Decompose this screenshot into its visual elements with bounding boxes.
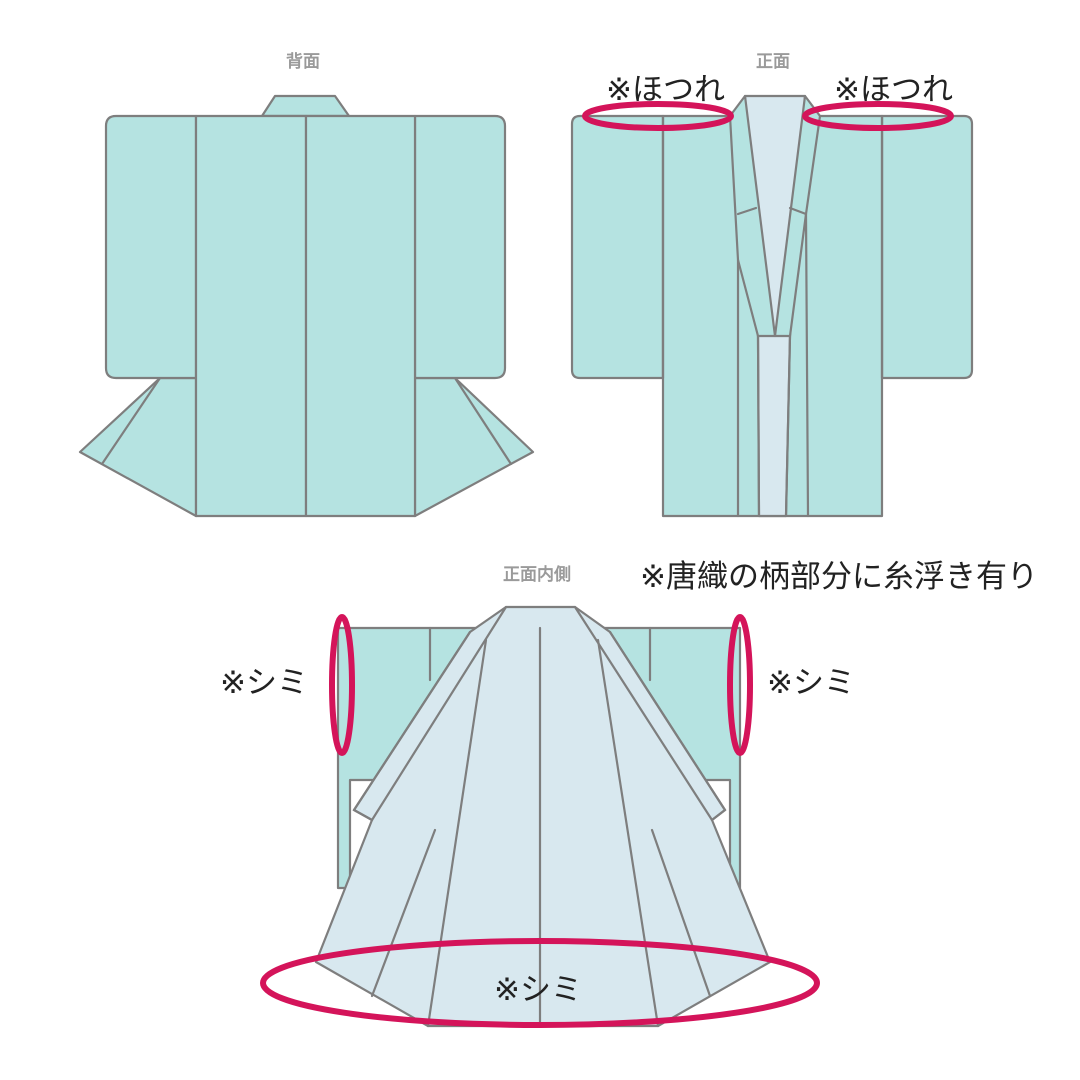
front-left-collar-seam — [736, 206, 758, 216]
stain-marker-right — [727, 614, 753, 756]
karaori-note: ※唐織の柄部分に糸浮き有り — [640, 559, 1038, 595]
back-right-skirt — [413, 376, 535, 518]
stain-note-left: ※シミ — [220, 665, 308, 701]
front-view-kimono — [570, 94, 974, 518]
back-right-sleeve — [413, 114, 507, 380]
inside-seam-e — [650, 828, 712, 998]
inside-collar-left-inner — [352, 630, 472, 822]
front-okumi-inner-right — [784, 334, 792, 518]
inside-collar-left — [370, 605, 508, 822]
front-left-collar — [728, 94, 777, 338]
fray-marker-left — [582, 101, 734, 131]
inside-seam-d — [370, 828, 437, 998]
front-right-collar — [773, 94, 822, 338]
back-left-skirt-seam — [100, 376, 162, 466]
fray-marker-right — [802, 101, 954, 131]
back-right-skirt-seam — [453, 376, 513, 466]
back-view-kimono — [78, 94, 535, 518]
back-left-skirt — [78, 376, 198, 518]
inside-view-kimono — [314, 605, 772, 1028]
front-view-label: 正面 — [756, 52, 790, 72]
stain-marker-hem — [260, 938, 820, 1028]
front-right-collar-seam — [788, 206, 808, 216]
front-right-sleeve — [880, 114, 974, 380]
inside-seam-a — [426, 638, 488, 1028]
back-body-panel-right — [304, 114, 417, 518]
fray-note-left: ※ほつれ — [606, 72, 725, 108]
inside-seam-c — [596, 638, 660, 1028]
stain-note-hem: ※シミ — [494, 972, 582, 1008]
inside-collar-right-inner — [608, 630, 727, 822]
back-collar — [260, 94, 351, 118]
back-body-panel-left — [194, 114, 308, 518]
stain-note-right: ※シミ — [767, 665, 855, 701]
back-view-label: 背面 — [286, 52, 320, 72]
stain-marker-left — [329, 614, 355, 756]
front-left-sleeve — [570, 114, 665, 380]
front-okumi-inner-left — [756, 334, 761, 518]
front-okumi-right — [804, 212, 810, 518]
inside-view-label: 正面内側 — [503, 565, 571, 585]
fray-note-right: ※ほつれ — [834, 72, 953, 108]
back-left-sleeve — [104, 114, 198, 380]
